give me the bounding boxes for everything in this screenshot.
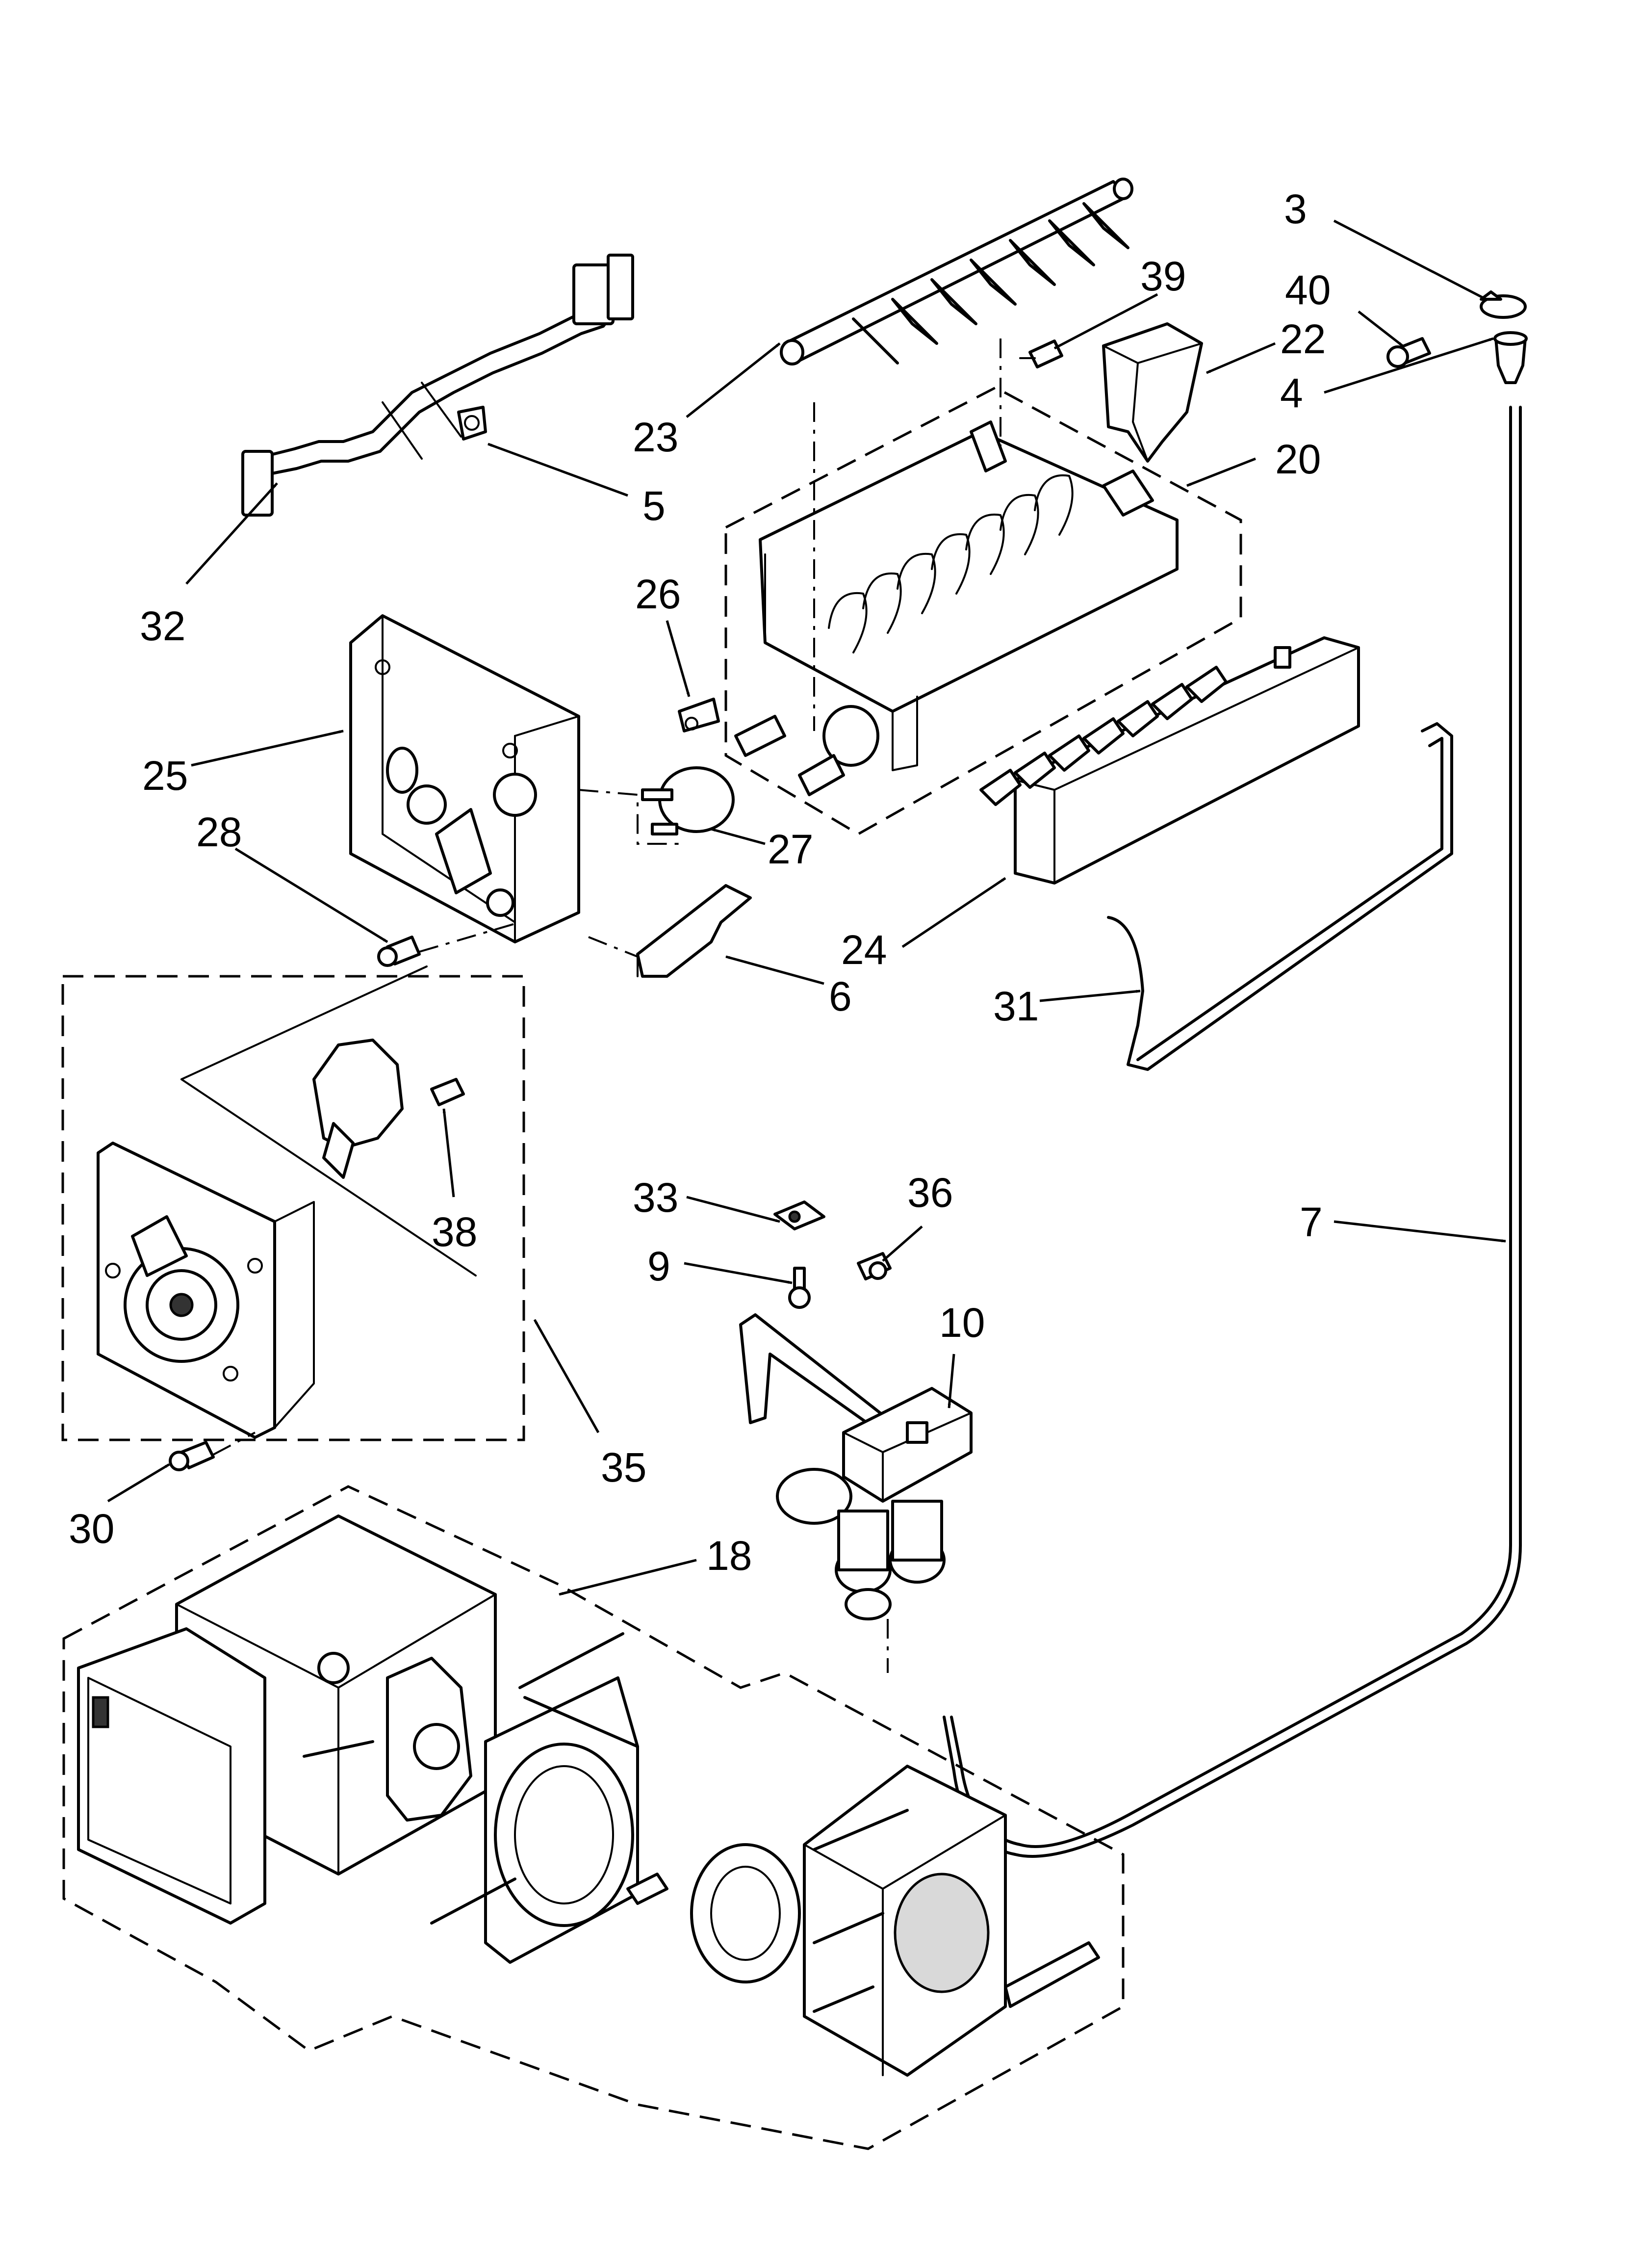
callout-24: 24: [841, 927, 887, 973]
callout-25: 25: [142, 753, 188, 799]
callout-28: 28: [196, 809, 242, 855]
fitting-part-4: [1493, 331, 1528, 384]
callout-22: 22: [1280, 316, 1326, 362]
dispenser-housing-part-18: [62, 1485, 1125, 2150]
callout-38: 38: [432, 1209, 477, 1255]
water-valve-part-10: [739, 1313, 973, 1620]
callout-36: 36: [907, 1170, 953, 1216]
bracket-plate-part-33: [773, 1200, 825, 1230]
callout-27: 27: [768, 826, 813, 872]
module-housing-part-25: [349, 614, 580, 943]
clip-part-26: [678, 698, 720, 732]
motor-module-group-part-35: [61, 965, 525, 1441]
screw-part-40: [1386, 337, 1431, 368]
callout-30: 30: [69, 1506, 114, 1552]
screw-part-9: [788, 1267, 811, 1309]
callout-26: 26: [635, 571, 681, 617]
callout-5: 5: [642, 483, 666, 529]
callout-10: 10: [939, 1300, 985, 1346]
screw-part-28: [377, 936, 421, 967]
callout-9: 9: [647, 1243, 670, 1289]
thermostat-part-27: [641, 766, 735, 835]
callout-20: 20: [1275, 436, 1321, 482]
callout-18: 18: [706, 1533, 752, 1579]
callout-32: 32: [140, 603, 185, 649]
clamp-part-3: [1480, 290, 1527, 319]
ice-stripper-part-24: [979, 636, 1360, 885]
callout-7: 7: [1300, 1199, 1323, 1245]
callout-3: 3: [1284, 186, 1307, 232]
callout-6: 6: [829, 973, 852, 1019]
callout-4: 4: [1280, 370, 1303, 416]
callout-labels: 3 40 4 39 22 23 20 5 32 26 25 28 27 24 6…: [69, 186, 1331, 1579]
callout-39: 39: [1140, 253, 1186, 299]
callout-23: 23: [633, 414, 678, 460]
bracket-part-6: [636, 884, 752, 978]
wire-clip-part-5: [457, 406, 487, 441]
callout-35: 35: [601, 1444, 646, 1490]
callout-33: 33: [633, 1174, 678, 1221]
leader-lines: [107, 219, 1506, 1596]
screw-part-30: [169, 1441, 215, 1471]
shutoff-arm-part-31: [1107, 722, 1453, 1071]
callout-31: 31: [993, 983, 1039, 1029]
mold-part-20: [724, 386, 1242, 835]
ejector-part-23: [780, 178, 1133, 365]
screw-part-39: [1019, 339, 1063, 368]
wire-harness-part-32: [241, 254, 634, 517]
cover-part-22: [1102, 322, 1203, 463]
callout-40: 40: [1285, 267, 1331, 313]
